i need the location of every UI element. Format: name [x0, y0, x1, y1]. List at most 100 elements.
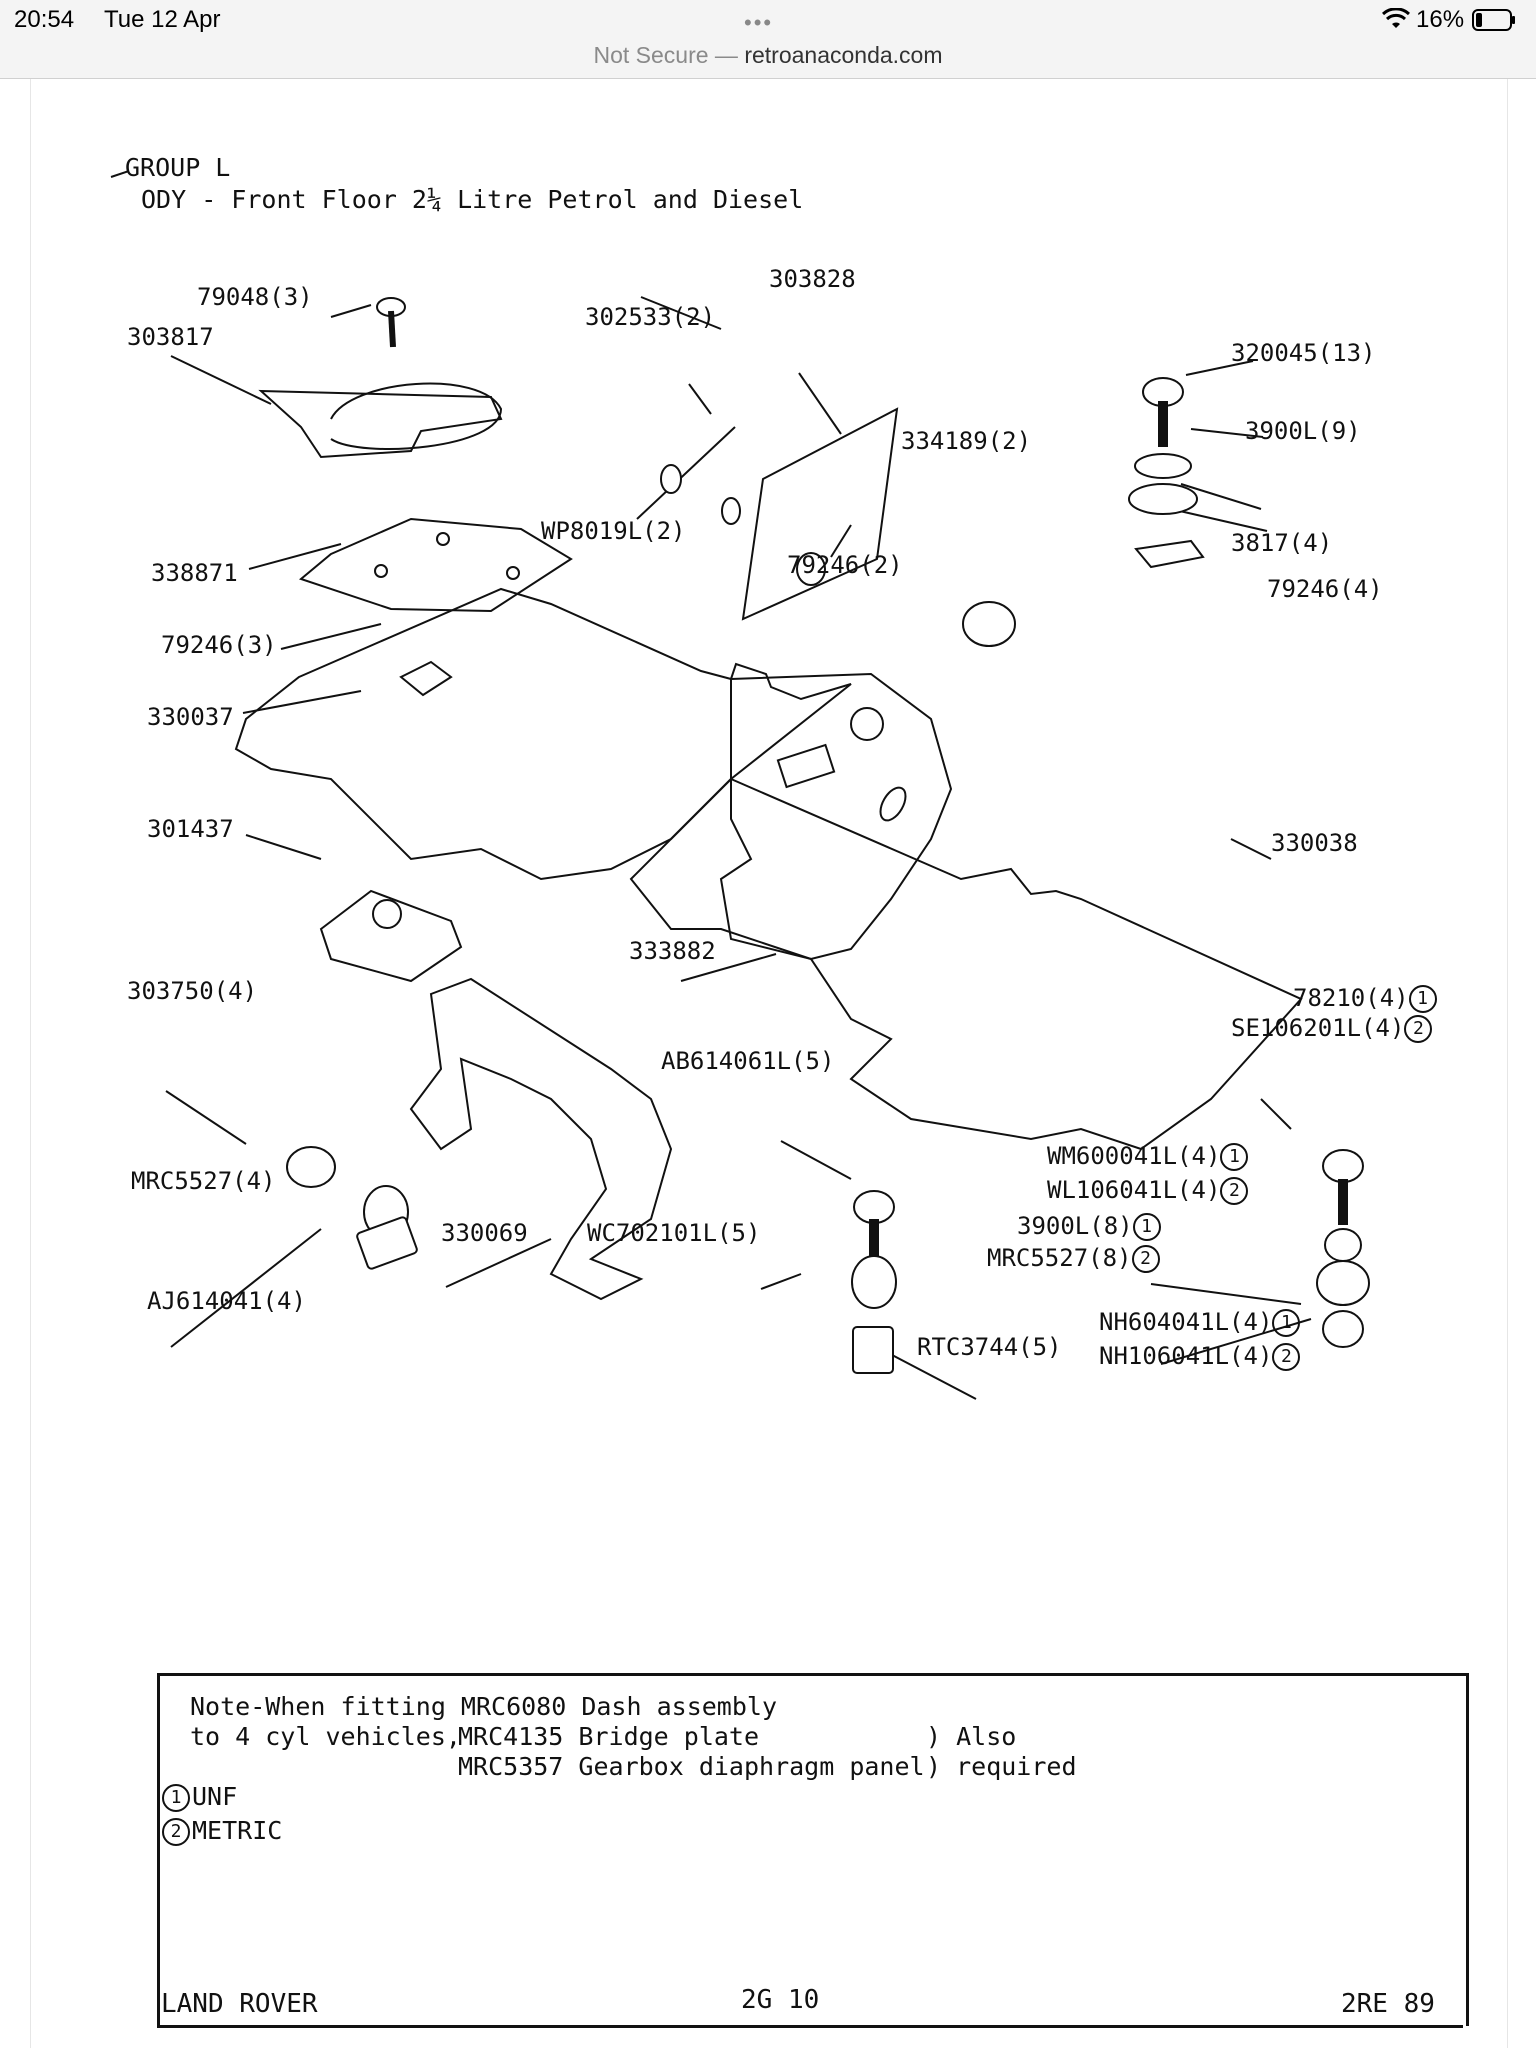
label-3900l-8-text: 3900L(8) [1017, 1212, 1133, 1240]
label-330038: 330038 [1271, 829, 1358, 857]
label-nh604041l: NH604041L(4)1 [1099, 1309, 1302, 1337]
washer-3817 [1128, 483, 1198, 515]
footer-brand: LAND ROVER [161, 1989, 318, 2019]
washer-wc702101l [851, 1255, 897, 1309]
center-tunnel [719, 672, 953, 961]
label-se106201l: SE106201L(4)2 [1231, 1015, 1434, 1043]
label-nh106041l-text: NH106041L(4) [1099, 1342, 1273, 1370]
base-plate-338871 [298, 517, 573, 613]
note-line-2c: ) Also [926, 1722, 1017, 1751]
label-ab614061l: AB614061L(5) [661, 1047, 835, 1075]
status-date: Tue 12 Apr [104, 6, 221, 33]
legend-metric-text: METRIC [192, 1816, 283, 1845]
grommet-301437 [319, 889, 463, 983]
label-301437: 301437 [147, 815, 234, 843]
footer-rule [157, 2025, 1463, 2028]
label-wm600041l: WM600041L(4)1 [1047, 1143, 1250, 1171]
metric-marker-icon: 2 [1220, 1177, 1249, 1205]
label-3900l-8: 3900L(8)1 [1017, 1213, 1163, 1241]
label-79246-2: 79246(2) [787, 551, 903, 579]
bolt-302533 [660, 464, 682, 494]
metric-marker-icon: 2 [1131, 1245, 1160, 1273]
label-303828: 303828 [769, 265, 856, 293]
label-nh604041l-text: NH604041L(4) [1099, 1308, 1273, 1336]
plate-303828 [741, 407, 899, 621]
note-line-2a: to 4 cyl vehicles, [190, 1722, 461, 1751]
metric-marker-icon: 2 [162, 1818, 190, 1846]
unf-marker-icon: 1 [1132, 1213, 1161, 1241]
label-se106201l-text: SE106201L(4) [1231, 1014, 1405, 1042]
floor-panel-right [629, 777, 1303, 1151]
document-page: GROUP L ODY - Front Floor 2¼ Litre Petro… [30, 79, 1508, 2048]
screw-78210 [1322, 1149, 1364, 1183]
label-79048: 79048(3) [197, 283, 313, 311]
label-3900l-9: 3900L(9) [1245, 417, 1361, 445]
label-wl106041l-text: WL106041L(4) [1047, 1176, 1221, 1204]
nut-79246 [796, 552, 826, 586]
plug-334189 [962, 601, 1016, 647]
metric-marker-icon: 2 [1272, 1343, 1301, 1371]
note-line-3b: MRC5357 Gearbox diaphragm panel [458, 1752, 925, 1781]
group-heading: GROUP L [125, 153, 231, 182]
security-label: Not Secure — [593, 42, 738, 68]
unf-marker-icon: 1 [1220, 1143, 1249, 1171]
footer-page-ref: 2G 10 [741, 1985, 820, 2015]
note-line-1: Note-When fitting MRC6080 Dash assembly [190, 1692, 777, 1721]
washer-3900l-8 [1316, 1260, 1370, 1306]
url-domain: retroanaconda.com [744, 42, 943, 68]
label-mrc5527-4: MRC5527(4) [131, 1167, 276, 1195]
label-338871: 338871 [151, 559, 238, 587]
metric-marker-icon: 2 [1404, 1015, 1433, 1043]
label-79246-3: 79246(3) [161, 631, 277, 659]
footer-code: 2RE 89 [1341, 1989, 1435, 2019]
label-330069: 330069 [441, 1219, 528, 1247]
label-333882: 333882 [629, 937, 716, 965]
label-wm600041l-text: WM600041L(4) [1047, 1142, 1221, 1170]
label-330037: 330037 [147, 703, 234, 731]
label-302533: 302533(2) [585, 303, 716, 331]
label-nh106041l: NH106041L(4)2 [1099, 1343, 1302, 1371]
wifi-icon [1382, 8, 1410, 28]
unf-marker-icon: 1 [1408, 985, 1437, 1013]
label-rtc3744: RTC3744(5) [917, 1333, 1062, 1361]
battery-icon [1472, 9, 1515, 31]
screw-ab614061l [853, 1190, 895, 1224]
battery-percent: 16% [1416, 6, 1465, 33]
label-320045: 320045(13) [1231, 339, 1376, 367]
nut-79246-4 [1134, 539, 1205, 569]
label-wl106041l: WL106041L(4)2 [1047, 1177, 1250, 1205]
nut-79246-3 [399, 660, 453, 697]
washer-wp8019l [721, 497, 741, 525]
bridge-330069 [409, 977, 673, 1301]
washer-wm600041l [1324, 1228, 1362, 1262]
label-303750: 303750(4) [127, 977, 258, 1005]
unf-marker-icon: 1 [162, 1784, 190, 1812]
bracket-303817 [258, 389, 503, 459]
label-wc702101l: WC702101L(5) [587, 1219, 761, 1247]
nut-aj614041 [356, 1216, 418, 1270]
label-mrc5527-8-text: MRC5527(8) [987, 1244, 1132, 1272]
clip-rtc3744 [852, 1326, 894, 1374]
label-78210: 78210(4)1 [1293, 985, 1439, 1013]
label-78210-text: 78210(4) [1293, 984, 1409, 1012]
status-bar: 20:54 Tue 12 Apr ••• 16% [0, 0, 1536, 40]
url-display[interactable]: Not Secure — retroanaconda.com [0, 42, 1536, 69]
note-line-2b: MRC4135 Bridge plate [458, 1722, 760, 1751]
unf-marker-icon: 1 [1272, 1309, 1301, 1337]
label-79246-4: 79246(4) [1267, 575, 1383, 603]
page-title: ODY - Front Floor 2¼ Litre Petrol and Di… [141, 185, 804, 214]
status-time: 20:54 [14, 6, 75, 33]
multitasking-dots-icon[interactable]: ••• [744, 10, 774, 35]
label-3817: 3817(4) [1231, 529, 1333, 557]
address-bar[interactable]: Not Secure — retroanaconda.com [0, 40, 1536, 79]
label-aj614041: AJ614041(4) [147, 1287, 306, 1315]
label-mrc5527-8: MRC5527(8)2 [987, 1245, 1162, 1273]
label-303817: 303817 [127, 323, 214, 351]
label-wp8019l: WP8019L(2) [541, 517, 686, 545]
note-line-3c: ) required [926, 1752, 1077, 1781]
label-334189: 334189(2) [901, 427, 1032, 455]
note-box: Note-When fitting MRC6080 Dash assembly … [157, 1673, 1469, 2026]
nut-nh604041l [1322, 1310, 1364, 1348]
